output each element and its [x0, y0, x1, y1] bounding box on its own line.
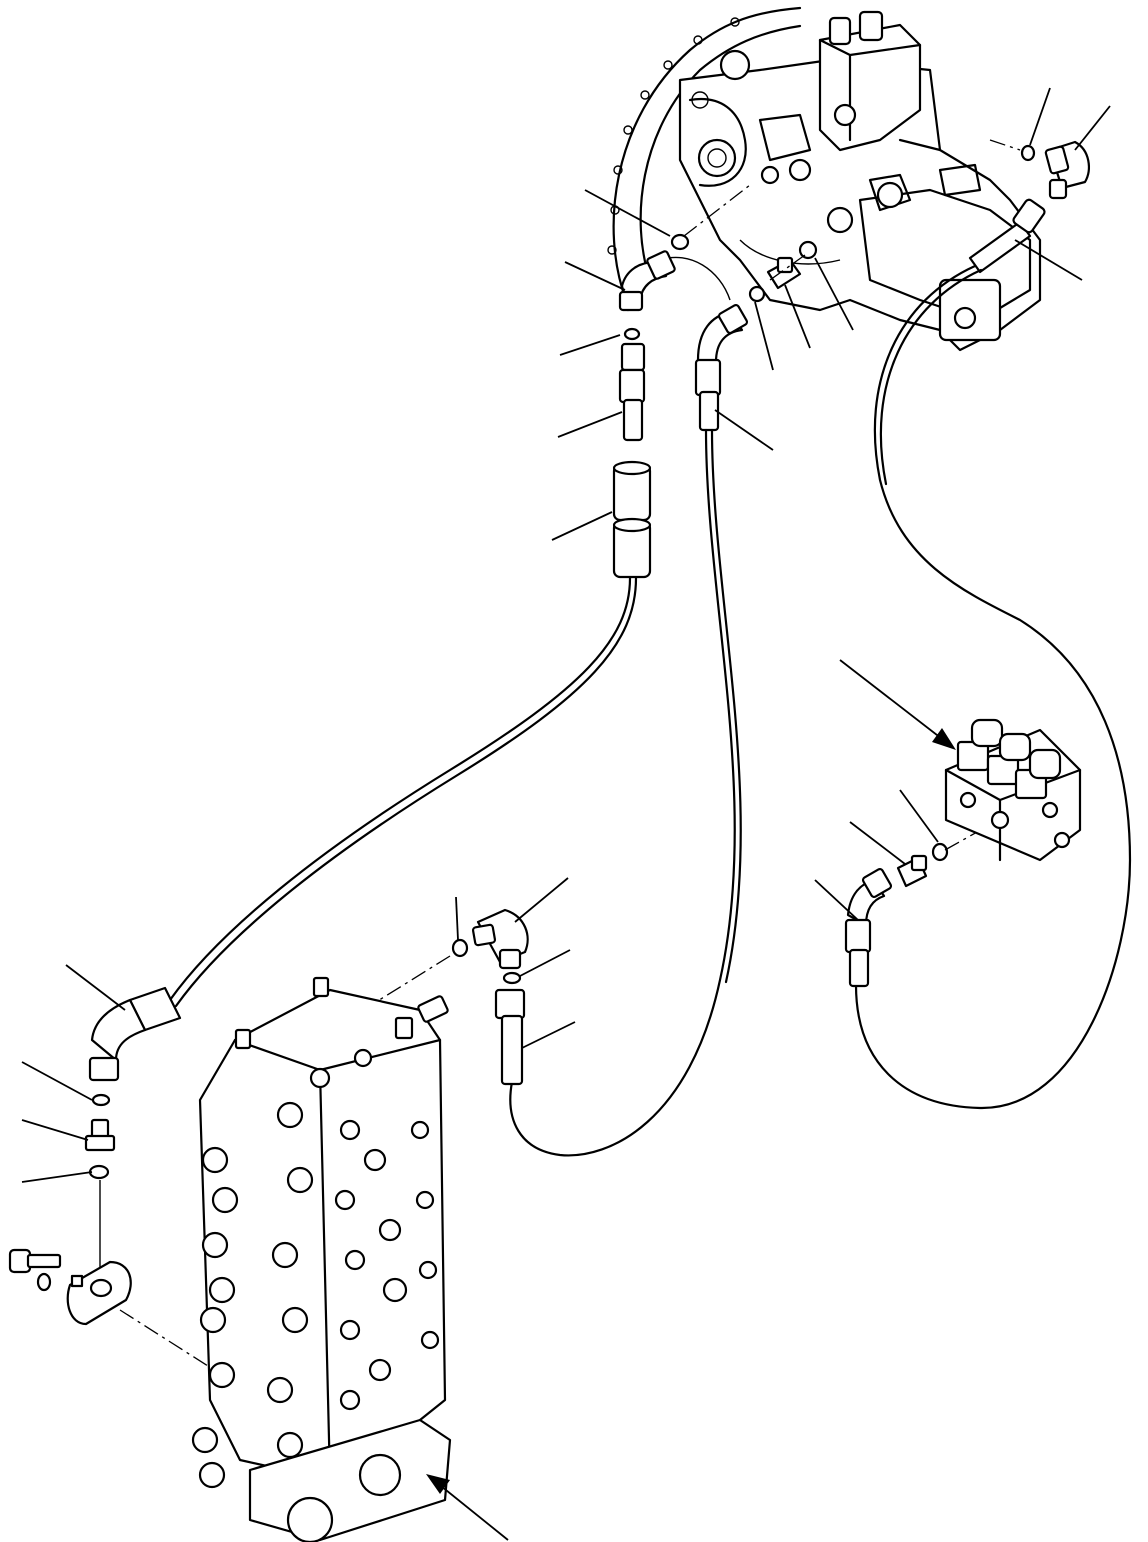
hose-line: [509, 428, 736, 1157]
hose-segment: [622, 398, 644, 442]
hose-assembly-right: [844, 264, 1132, 1110]
hose-assembly-center: [359, 358, 742, 1157]
o-ring: [88, 1164, 110, 1180]
o-ring: [1020, 144, 1036, 162]
hose-end-fitting: [88, 986, 182, 1082]
hydraulic-pump-assembly: [607, 6, 1042, 352]
pump-port-fittings: [618, 139, 1090, 364]
o-ring: [623, 327, 641, 341]
protective-sleeve: [612, 460, 652, 579]
o-ring: [91, 1093, 111, 1107]
elbow-fitting: [1044, 140, 1090, 200]
hose-assembly-left: [8, 327, 652, 1381]
hose-ferrule: [618, 368, 646, 404]
swivel-nut: [494, 988, 526, 1020]
adapter-fitting: [84, 1118, 116, 1152]
bolt: [8, 1248, 62, 1292]
split-flange: [66, 1260, 132, 1326]
adapter-fitting: [896, 854, 928, 888]
hose-line: [854, 264, 1132, 1110]
swivel-nut: [620, 342, 646, 372]
hose-segment: [500, 1014, 524, 1086]
hose-end-fitting: [844, 867, 893, 988]
elbow-fitting: [696, 303, 749, 364]
solenoid-coil: [956, 718, 1062, 800]
main-control-valve: [191, 976, 452, 1542]
o-ring: [502, 971, 522, 985]
elbow-fitting: [618, 250, 676, 312]
o-ring: [798, 240, 818, 260]
callout-leader-lines: [21, 87, 1111, 1183]
o-ring: [748, 285, 766, 303]
solenoid-valve-block: [944, 718, 1082, 862]
o-ring: [931, 842, 949, 862]
hose-line: [168, 576, 632, 1002]
hose-end-fitting: [968, 198, 1046, 274]
flange-bolt-holes: [607, 17, 740, 255]
o-ring: [451, 938, 469, 958]
valve-port-holes: [334, 1119, 440, 1411]
pump-housing-flange: [612, 6, 802, 302]
spool-caps-left: [191, 1101, 314, 1489]
valve-top-fittings: [234, 976, 449, 1089]
reference-arrows: [426, 659, 956, 1541]
adapter-fitting: [766, 256, 802, 290]
o-ring: [670, 233, 690, 251]
hose-ferrule: [694, 358, 722, 397]
elbow-fitting: [471, 908, 529, 970]
